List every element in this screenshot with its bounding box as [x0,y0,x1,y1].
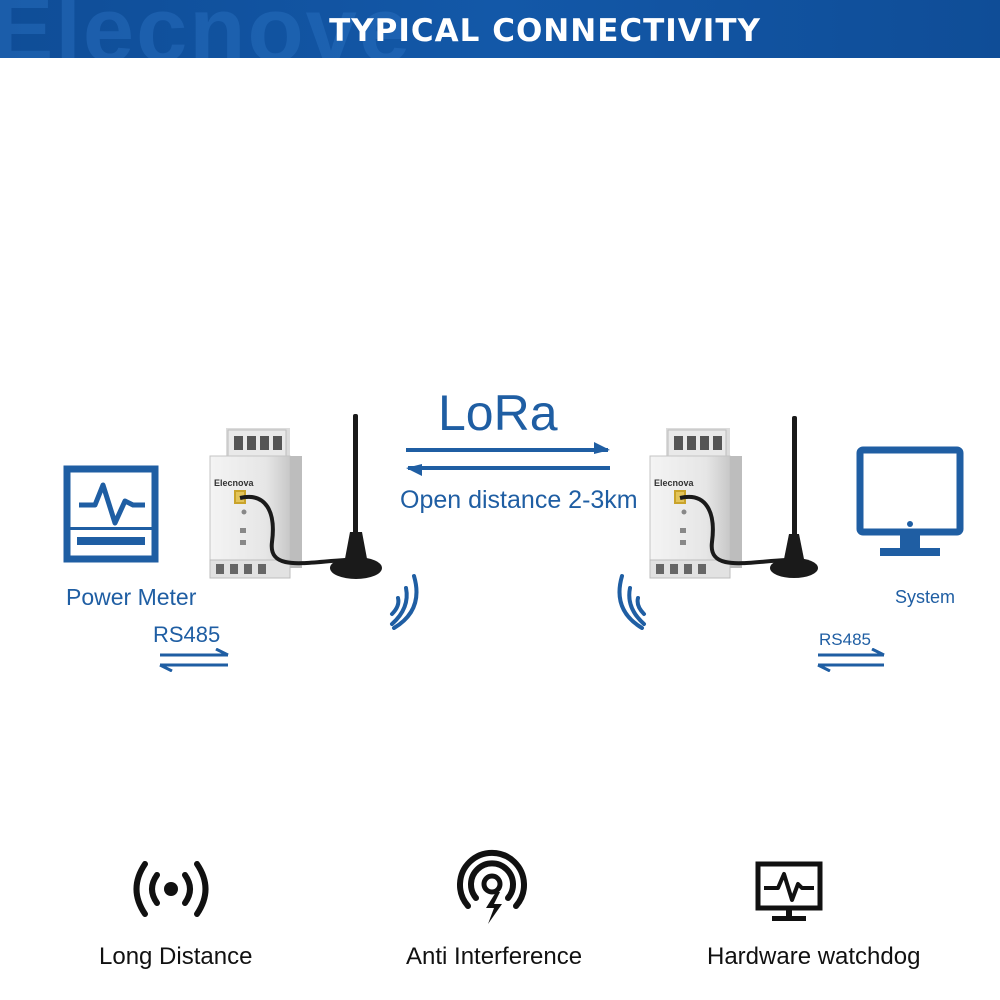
lora-module-right: Elecnova [649,416,818,579]
bidirectional-arrow-right-icon [817,648,885,672]
signal-waves-right-icon [617,574,646,630]
page-title: TYPICAL CONNECTIVITY [329,13,761,49]
broadcast-icon [133,861,209,917]
monitor-pulse-icon [755,861,823,921]
system-label: System [895,587,956,607]
feature-anti-interference: Anti Interference [406,943,583,970]
feature-hardware-watchdog: Hardware watchdog [707,943,921,970]
lora-module-left: Elecnova [209,414,382,579]
power-meter-icon [63,465,159,563]
monitor-icon [856,446,964,556]
svg-text:Elecnova: Elecnova [654,478,695,488]
module-brand-text: Elecnova [214,478,255,488]
lora-bidirectional-arrow-icon [406,442,610,476]
power-meter-label: Power Meter [66,584,197,610]
rs485-left-label: RS485 [153,622,221,647]
lora-label: LoRa [438,385,558,441]
feature-long-distance: Long Distance [99,943,253,970]
rs485-right-label: RS485 [819,630,871,649]
header-banner: Elecnove TYPICAL CONNECTIVITY [0,0,1000,58]
open-distance-label: Open distance 2-3km [400,486,638,514]
shield-signal-icon [457,849,527,924]
bidirectional-arrow-icon [159,648,229,672]
brand-watermark: Elecnove [0,0,412,58]
signal-waves-left-icon [390,574,419,630]
